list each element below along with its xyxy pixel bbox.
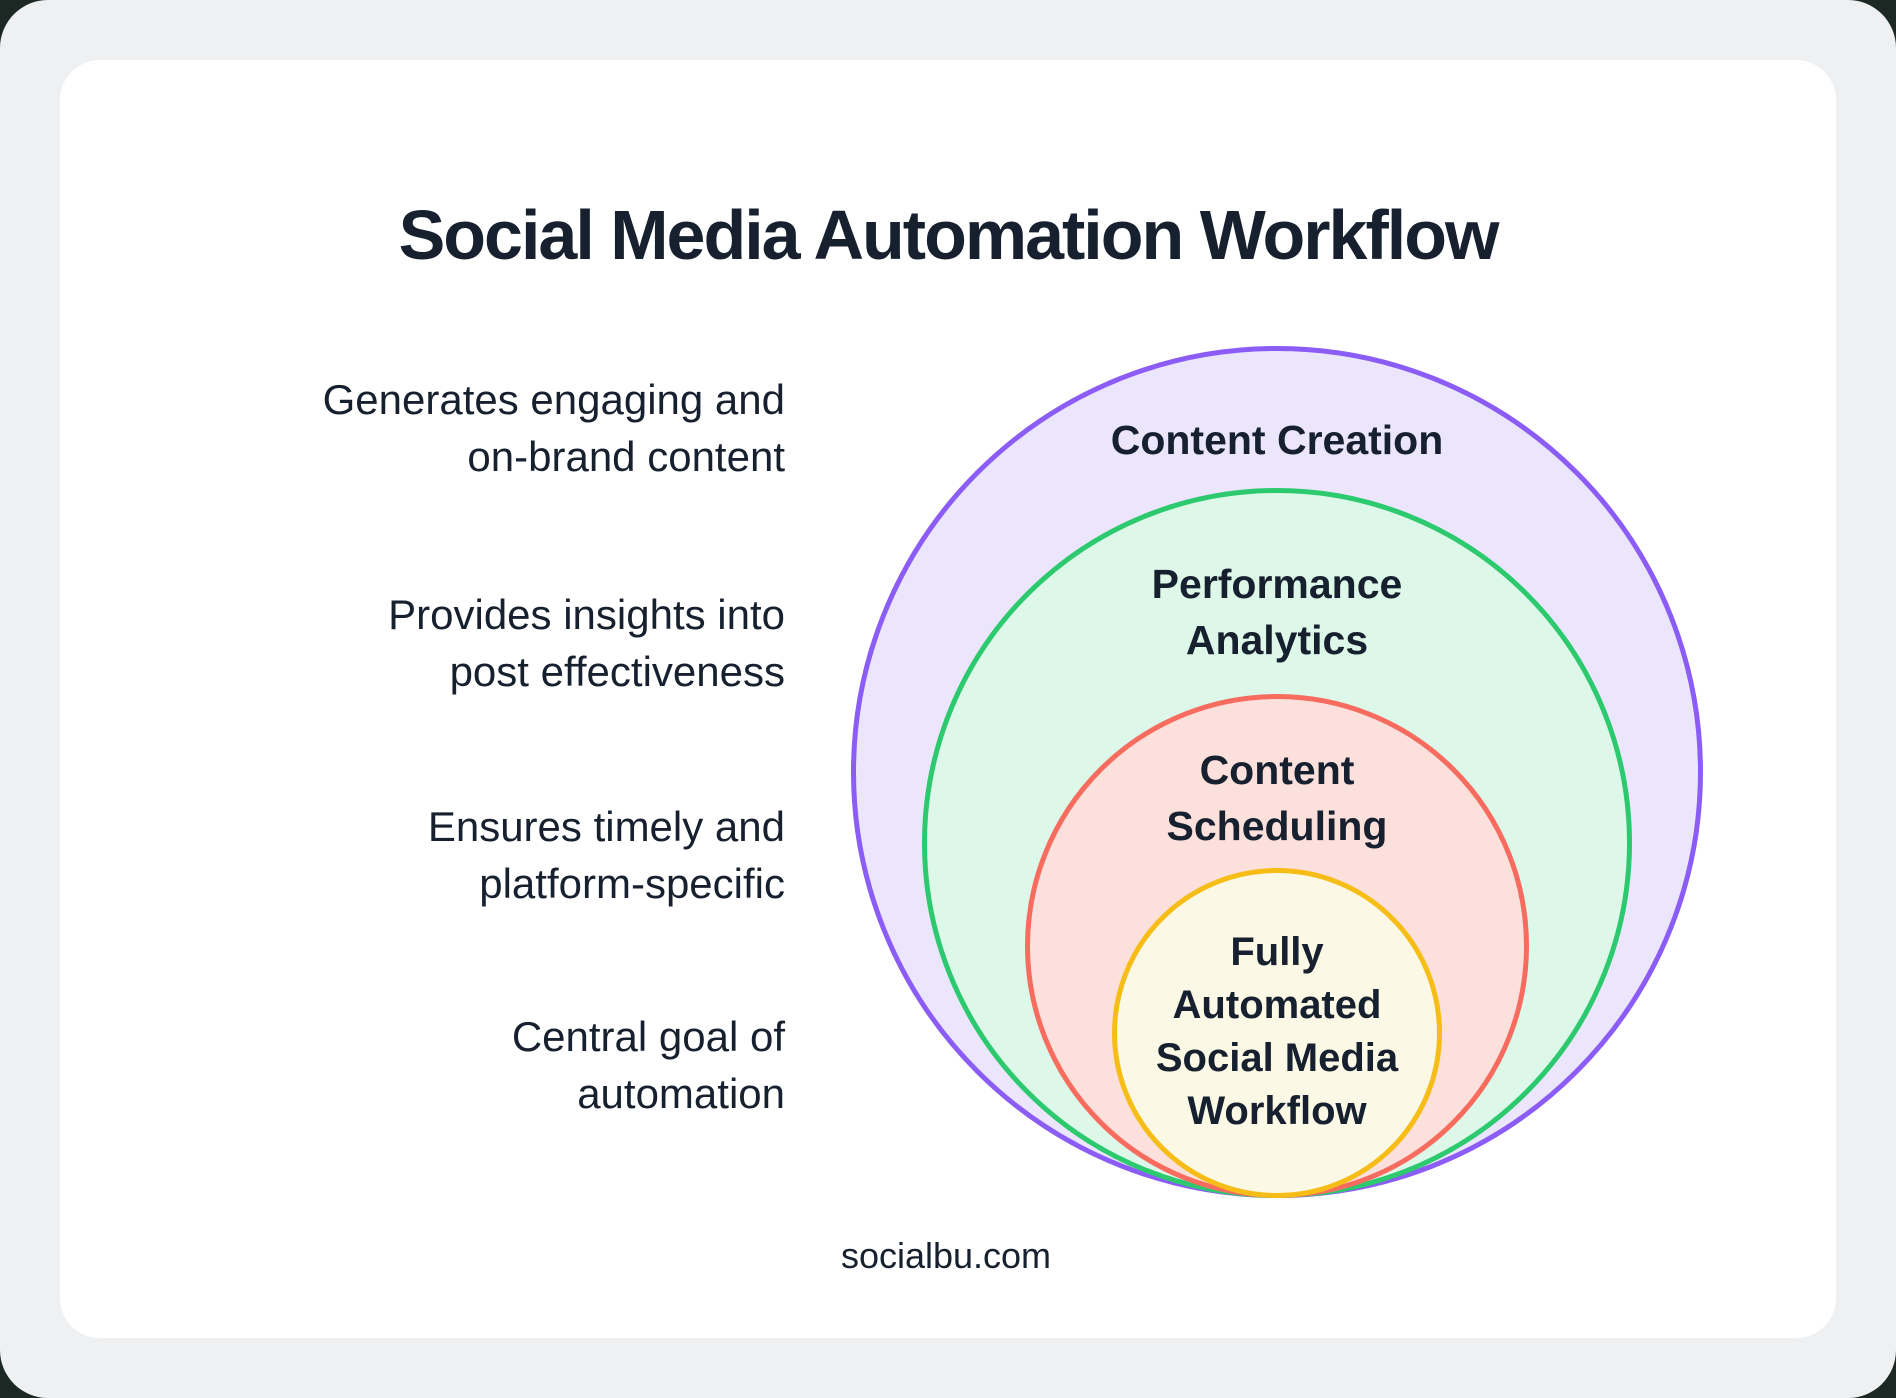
benefit-label-scheduling: Ensures timely and platform-specific <box>427 803 785 907</box>
benefit-label-analytics: Provides insights into post effectivenes… <box>388 591 785 695</box>
circle-label-automated-workflow: Fully Automated Social Media Workflow <box>1155 930 1399 1133</box>
circle-label-performance-analytics: Performance Analytics <box>1151 561 1403 663</box>
circle-label-content-scheduling: Content Scheduling <box>1166 747 1388 849</box>
page-title: Social Media Automation Workflow <box>398 195 1500 274</box>
website-credit: socialbu.com <box>840 1235 1052 1276</box>
benefit-label-automation-goal: Central goal of automation <box>511 1013 785 1117</box>
circle-label-content-creation: Content Creation <box>1110 417 1444 463</box>
circle-automated-workflow <box>1112 868 1442 1198</box>
benefit-label-content-creation: Generates engaging and on-brand content <box>322 376 785 480</box>
